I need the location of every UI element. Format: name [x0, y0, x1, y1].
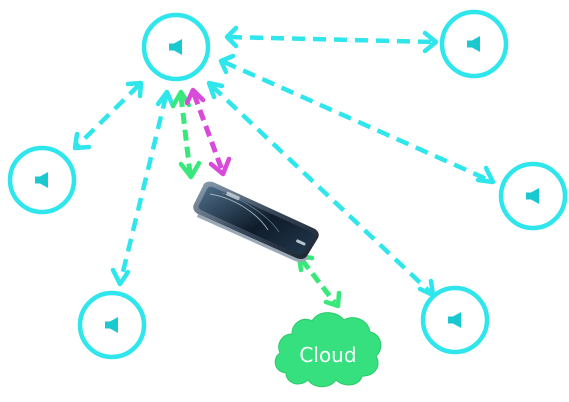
link-hub-left [72, 80, 144, 151]
cloud-label: Cloud [299, 343, 356, 367]
link-hub-bottom-right [206, 80, 436, 298]
speaker-node-left[interactable] [7, 145, 77, 215]
connection-links [72, 25, 496, 309]
speaker-node-hub[interactable] [141, 12, 211, 82]
link-hub-bottom-left [110, 89, 176, 287]
speaker-node-bottom-left[interactable] [77, 290, 147, 360]
speaker-node-right[interactable] [498, 161, 568, 231]
speaker-icon [105, 317, 118, 333]
speaker-icon [448, 312, 461, 328]
link-hub-top-right [224, 25, 439, 54]
speaker-icon [467, 36, 480, 52]
speaker-node-top-right[interactable] [439, 9, 509, 79]
link-hub-phone-magenta [184, 87, 232, 177]
speaker-node-bottom-right[interactable] [420, 285, 490, 355]
link-hub-right [218, 53, 496, 185]
cloud-icon[interactable]: Cloud [274, 312, 382, 388]
smartphone-icon[interactable] [193, 181, 319, 262]
speaker-icon [526, 188, 539, 204]
speaker-icon [169, 39, 182, 55]
speaker-icon [35, 172, 48, 188]
link-phone-cloud [296, 253, 342, 309]
